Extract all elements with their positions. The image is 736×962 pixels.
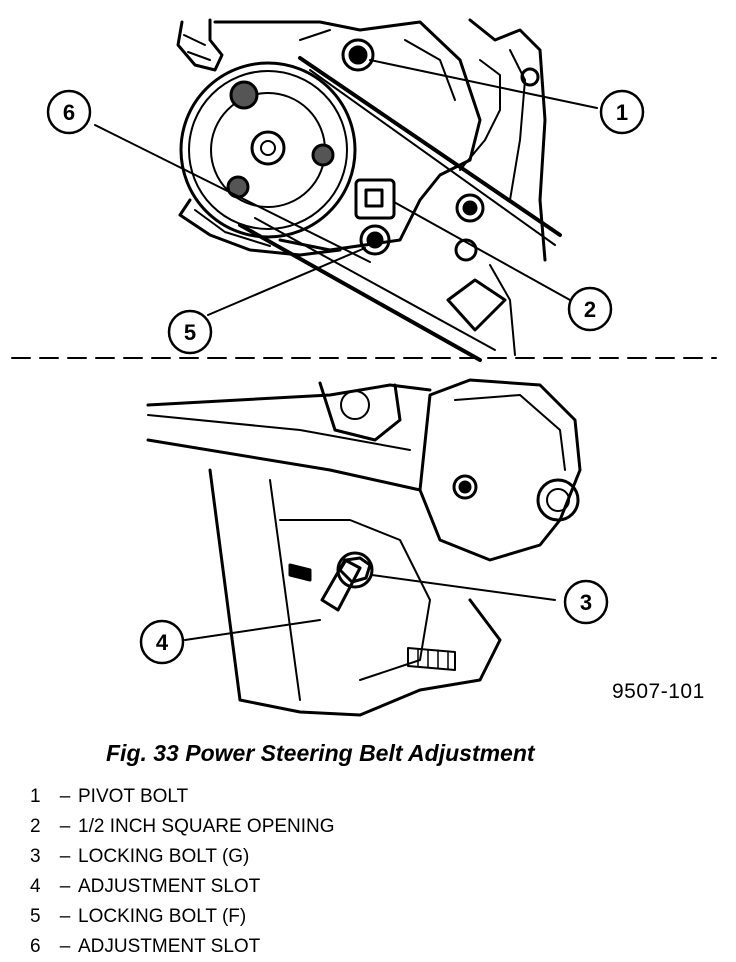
svg-text:2: 2 [584,297,596,322]
callout-1: 1 [599,89,645,135]
svg-text:3: 3 [580,590,592,615]
leader-6 [94,124,371,263]
svg-text:4: 4 [156,630,169,655]
callout-4: 4 [139,619,185,665]
pivot-bolt [341,38,375,72]
bracket [459,59,501,171]
engine-block [208,468,502,717]
top-view [94,18,598,362]
hose [176,18,224,72]
callout-2: 2 [567,286,613,332]
pump-housing [213,20,482,252]
legend-item: 4–ADJUSTMENT SLOT [30,876,261,897]
legend-item: 6–ADJUSTMENT SLOT [30,936,261,957]
leader-4 [184,619,321,641]
drive-belt [298,56,562,237]
callout-5: 5 [167,309,213,355]
engine-nut [520,67,540,87]
leader-5 [207,247,366,316]
pulley [179,61,357,239]
locking-bolt-g [336,551,374,589]
figure-caption: Fig. 33 Power Steering Belt Adjustment [106,740,535,766]
legend-list: 1–PIVOT BOLT 2–1/2 INCH SQUARE OPENING 3… [30,782,335,962]
leader-2 [393,201,571,301]
legend-item: 5–LOCKING BOLT (F) [30,906,247,927]
stud [407,647,456,671]
svg-text:1: 1 [616,100,628,125]
figure-id-code: 9507-101 [612,680,705,703]
svg-text:6: 6 [63,100,75,125]
engine-diagram: 1 2 3 4 5 6 [11,18,717,717]
leader-3 [371,574,556,601]
pump-body [418,378,582,562]
adjuster-tab [446,278,507,332]
legend-item: 1–PIVOT BOLT [30,786,189,807]
locking-bolt-f [359,224,391,256]
bottom-view [146,378,582,717]
leader-1 [369,59,598,109]
callout-6: 6 [46,89,92,135]
legend-item: 3–LOCKING BOLT (G) [30,846,250,867]
legend-item: 2–1/2 INCH SQUARE OPENING [30,816,335,837]
callout-3: 3 [563,579,609,625]
hose-fitting [536,478,580,522]
square-opening [354,178,396,220]
svg-text:5: 5 [184,320,196,345]
